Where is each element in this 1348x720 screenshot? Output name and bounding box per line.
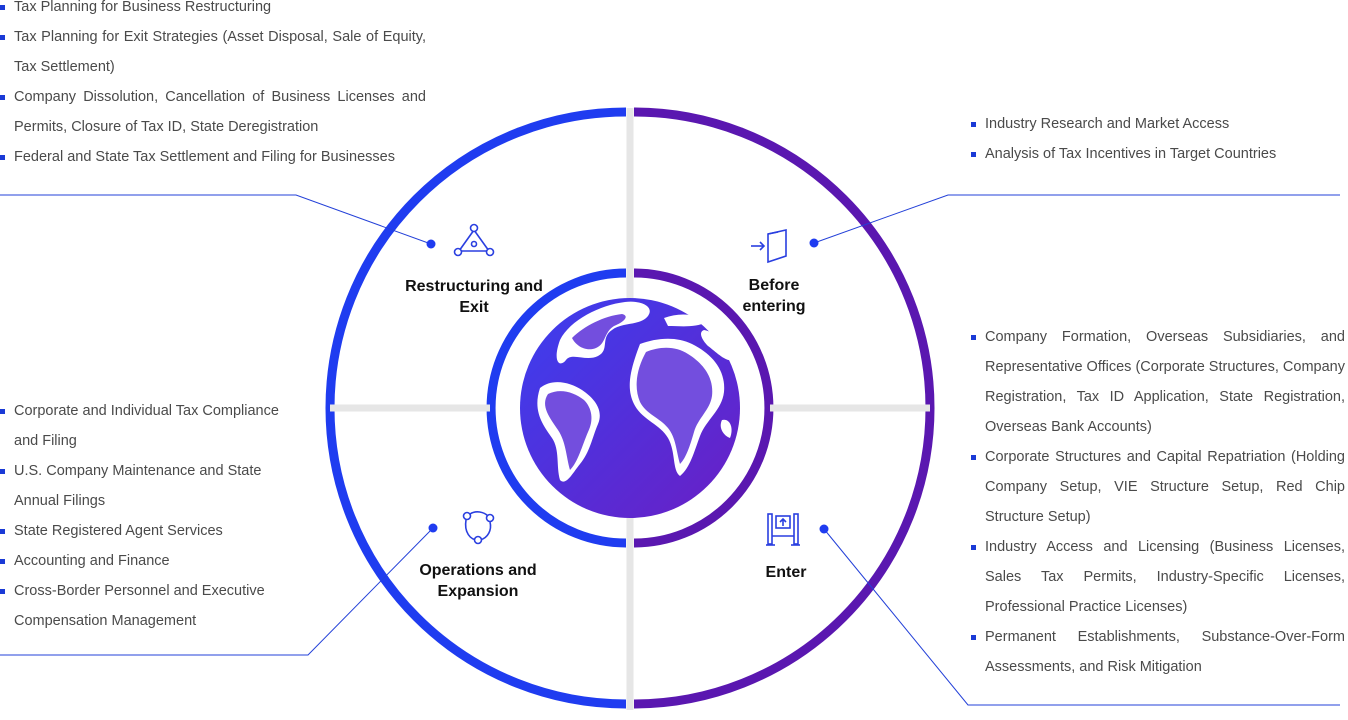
globe-icon <box>520 298 740 518</box>
restructuring-list: Tax Planning for Business Restructuring … <box>0 0 426 172</box>
list-item: Federal and State Tax Settlement and Fil… <box>0 142 426 172</box>
connector-operations <box>0 527 434 656</box>
list-item: U.S. Company Maintenance and State Annua… <box>0 456 292 516</box>
connector-before <box>813 194 1340 244</box>
stage-label-restructuring: Restructuring and Exit <box>405 278 543 316</box>
gate-icon <box>766 513 800 546</box>
list-item: Tax Planning for Exit Strategies (Asset … <box>0 22 426 82</box>
list-item: Cross-Border Personnel and Executive Com… <box>0 576 292 636</box>
inner-ring-right <box>633 268 774 548</box>
enter-list: Company Formation, Overseas Subsidiaries… <box>971 322 1345 682</box>
stage-label-operations: Operations and Expansion <box>419 562 537 600</box>
list-item: State Registered Agent Services <box>0 516 292 546</box>
triangle-nodes-icon <box>453 223 495 257</box>
list-item: Permanent Establishments, Substance-Over… <box>971 622 1345 682</box>
list-item: Company Dissolution, Cancellation of Bus… <box>0 82 426 142</box>
list-item: Corporate Structures and Capital Repatri… <box>971 442 1345 532</box>
connector-enter <box>823 528 1340 706</box>
list-item: Tax Planning for Business Restructuring <box>0 0 426 22</box>
stage-label-before: Before entering <box>742 277 806 315</box>
list-item: Industry Research and Market Access <box>971 109 1341 139</box>
connector-dot-enter <box>819 524 829 534</box>
door-enter-icon <box>751 229 787 264</box>
operations-list: Corporate and Individual Tax Compliance … <box>0 396 292 636</box>
list-item: Accounting and Finance <box>0 546 292 576</box>
connector-dot-before <box>809 238 819 248</box>
before-entering-list: Industry Research and Market Access Anal… <box>971 109 1341 169</box>
list-item: Company Formation, Overseas Subsidiaries… <box>971 322 1345 442</box>
connector-dot-operations <box>428 523 438 533</box>
list-item: Analysis of Tax Incentives in Target Cou… <box>971 139 1341 169</box>
connector-restructuring <box>0 194 432 245</box>
cycle-nodes-icon <box>462 511 495 545</box>
stage-label-enter: Enter <box>765 564 807 581</box>
list-item: Corporate and Individual Tax Compliance … <box>0 396 292 456</box>
inner-ring-left <box>486 268 627 548</box>
connector-dot-restructuring <box>426 239 436 249</box>
list-item: Industry Access and Licensing (Business … <box>971 532 1345 622</box>
